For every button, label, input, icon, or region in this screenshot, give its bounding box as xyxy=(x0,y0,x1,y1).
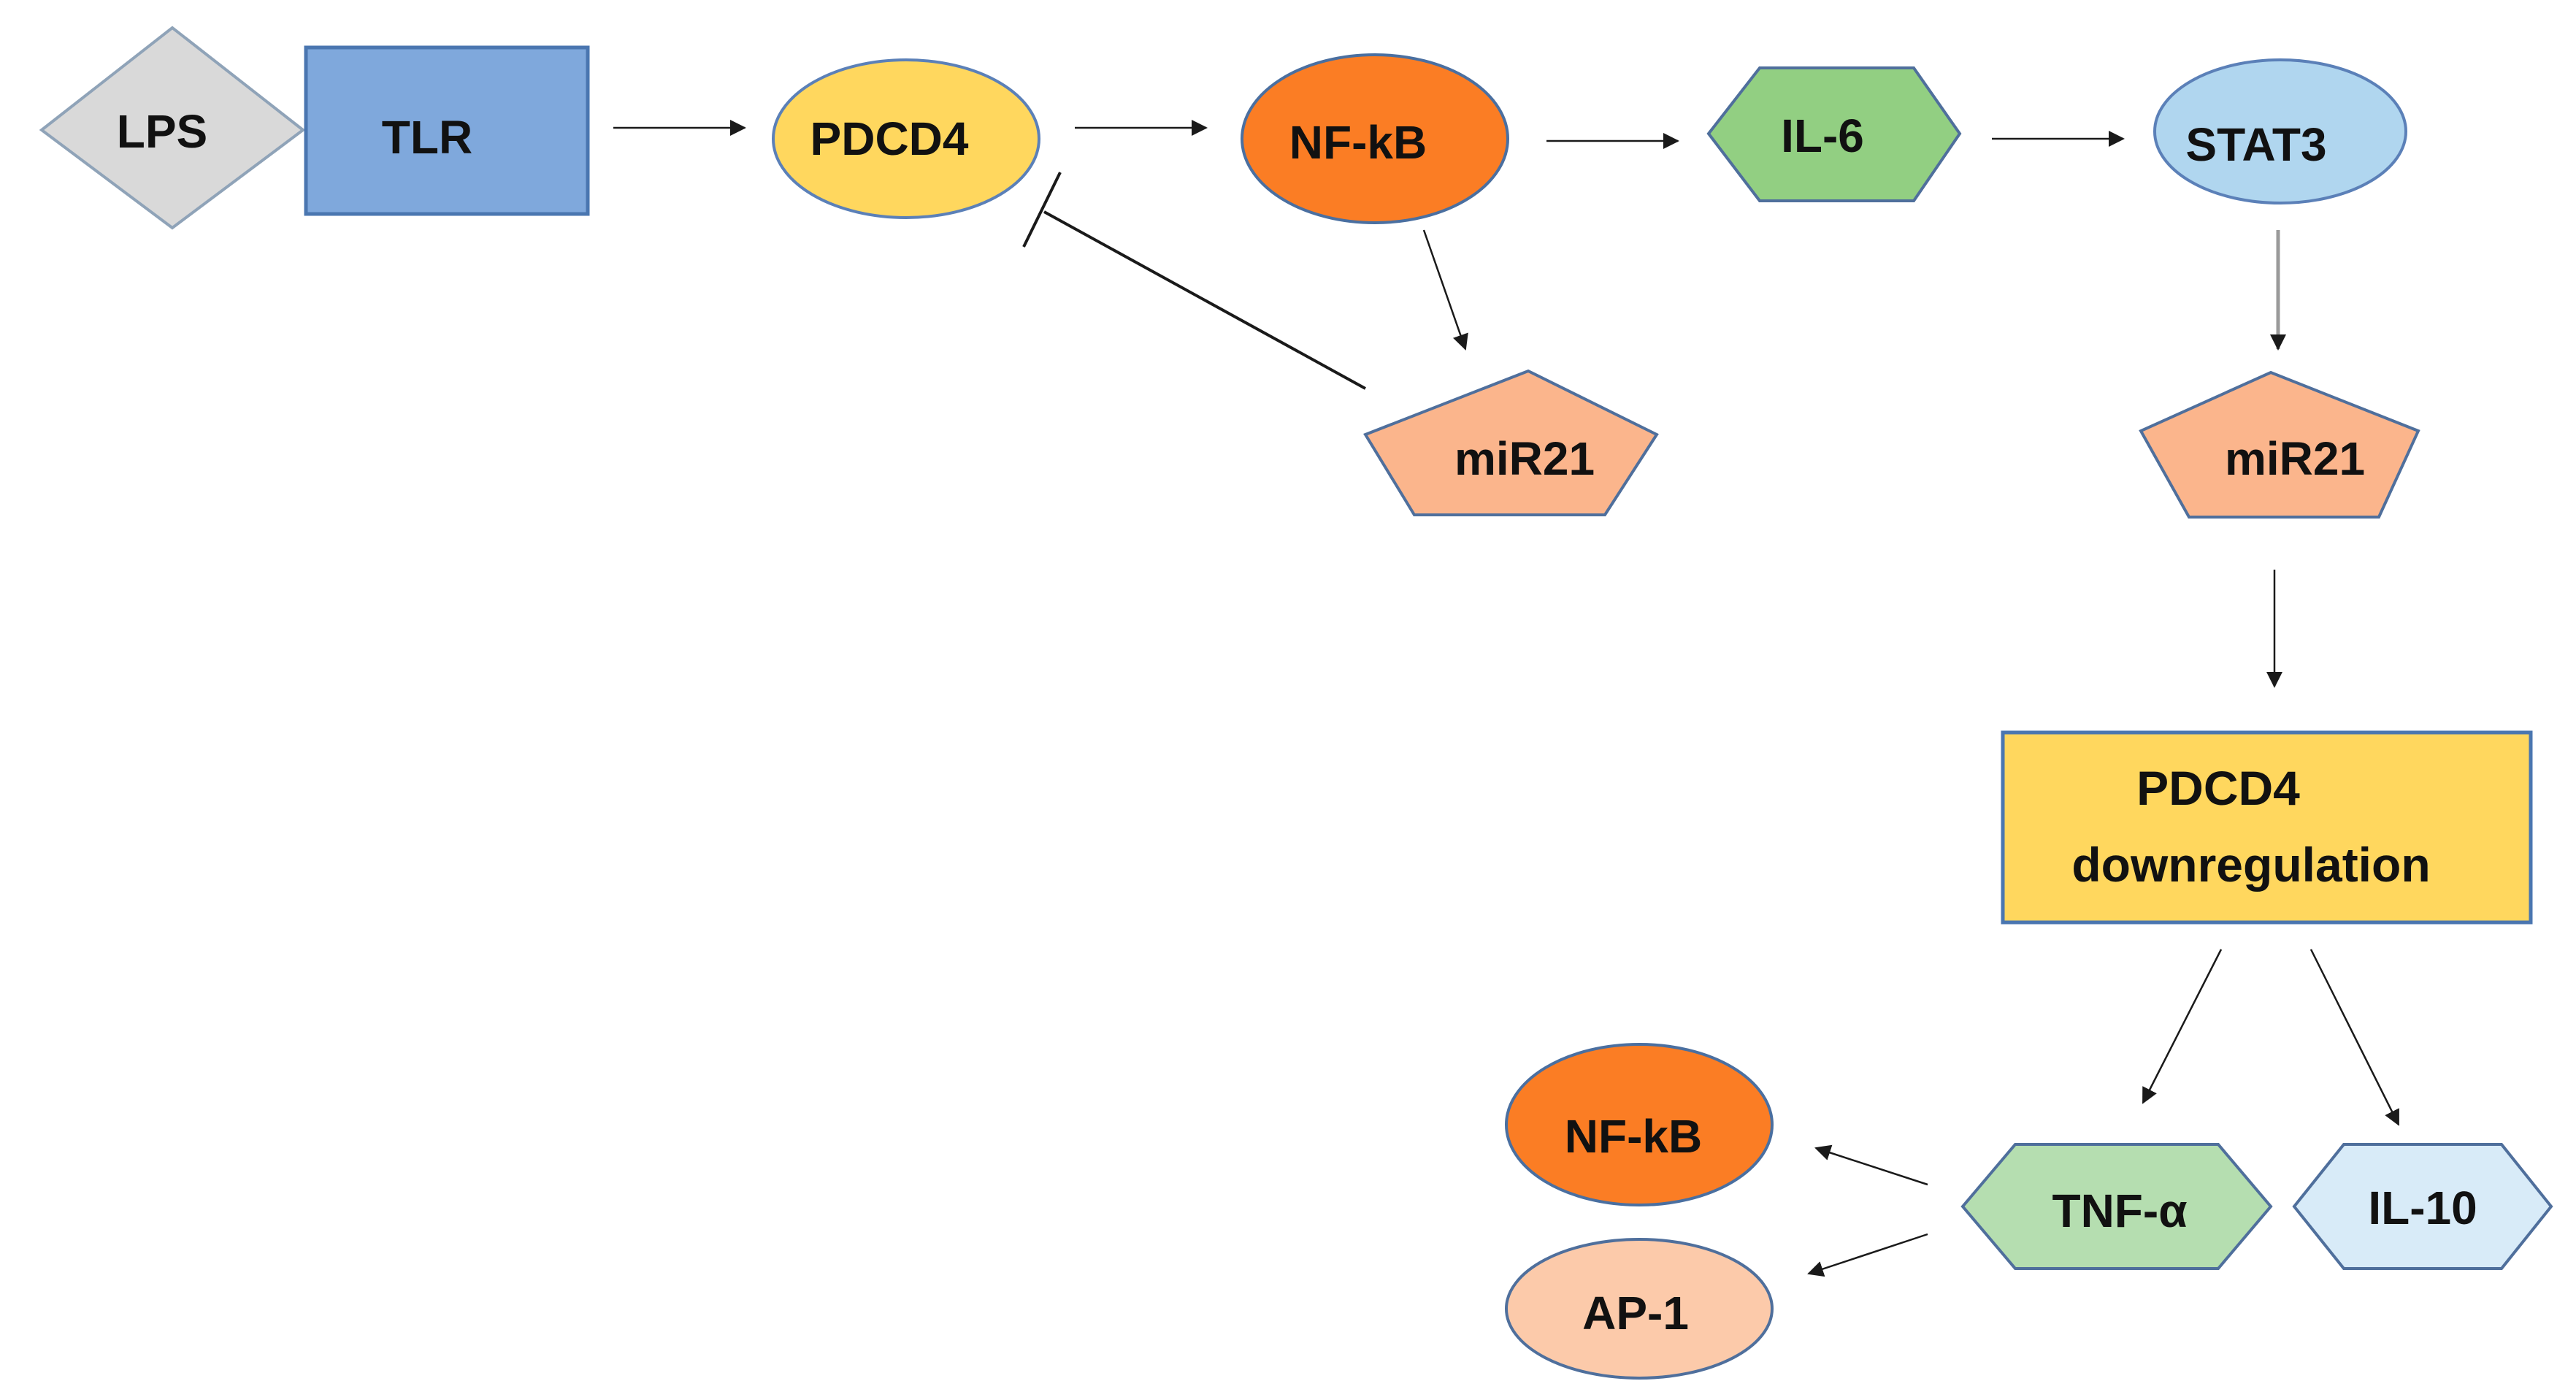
tlr-label: TLR xyxy=(382,111,472,164)
ap1-shape xyxy=(1505,1238,1774,1380)
node-nfkb-bottom: NF-kB xyxy=(1505,1043,1774,1206)
nfkb-bottom-label: NF-kB xyxy=(1565,1110,1702,1163)
pdcd4-label: PDCD4 xyxy=(810,112,969,165)
mir21-right-shape xyxy=(2139,370,2420,519)
node-tnfa: TNF-α xyxy=(1960,1143,2273,1270)
pdcd4-down-label-line2: downregulation xyxy=(2071,838,2430,892)
mir21-left-label: miR21 xyxy=(1454,432,1595,485)
stat3-label: STAT3 xyxy=(2185,118,2326,171)
inhibition-bar xyxy=(1022,172,1062,248)
tnfa-shape xyxy=(1960,1143,2273,1270)
edge-nfkb-mir21 xyxy=(1422,229,1468,351)
edge-tnfa-ap1 xyxy=(1807,1233,1928,1277)
pdcd4-down-shape xyxy=(2001,730,2533,925)
node-lps: LPS xyxy=(39,26,306,230)
stat3-shape xyxy=(2153,58,2407,204)
edge-pdcd4down-il10 xyxy=(2309,949,2400,1126)
il10-label: IL-10 xyxy=(2368,1182,2477,1234)
il10-shape xyxy=(2292,1143,2553,1270)
node-ap1: AP-1 xyxy=(1505,1238,1774,1380)
node-mir21-left: miR21 xyxy=(1363,369,1659,516)
mir21-left-shape xyxy=(1363,369,1659,516)
node-nfkb-top: NF-kB xyxy=(1241,53,1509,224)
tlr-shape xyxy=(304,45,590,216)
edge-mir21-inhibits-pdcd4 xyxy=(1043,210,1366,390)
node-il10: IL-10 xyxy=(2292,1143,2553,1270)
node-stat3: STAT3 xyxy=(2153,58,2407,204)
edge-tnfa-nfkb xyxy=(1814,1144,1928,1186)
node-mir21-right: miR21 xyxy=(2139,370,2420,519)
pdcd4-shape xyxy=(772,58,1040,219)
pdcd4-down-label-line1: PDCD4 xyxy=(2136,761,2300,815)
ap1-label: AP-1 xyxy=(1582,1287,1689,1339)
mir21-right-label: miR21 xyxy=(2225,432,2365,485)
tnfa-label: TNF-α xyxy=(2052,1185,2187,1237)
edge-pdcd4down-tnfa xyxy=(2142,949,2223,1104)
nfkb-top-label: NF-kB xyxy=(1289,116,1427,169)
il6-shape xyxy=(1706,66,1962,202)
node-pdcd4-downregulation: PDCD4 downregulation xyxy=(2001,730,2533,925)
nfkb-top-shape xyxy=(1241,53,1509,224)
nfkb-bottom-shape xyxy=(1505,1043,1774,1206)
lps-shape xyxy=(39,26,306,230)
il6-label: IL-6 xyxy=(1781,110,1864,162)
node-pdcd4: PDCD4 xyxy=(772,58,1040,219)
lps-label: LPS xyxy=(117,105,207,158)
node-tlr: TLR xyxy=(304,45,590,216)
node-il6: IL-6 xyxy=(1706,66,1962,202)
